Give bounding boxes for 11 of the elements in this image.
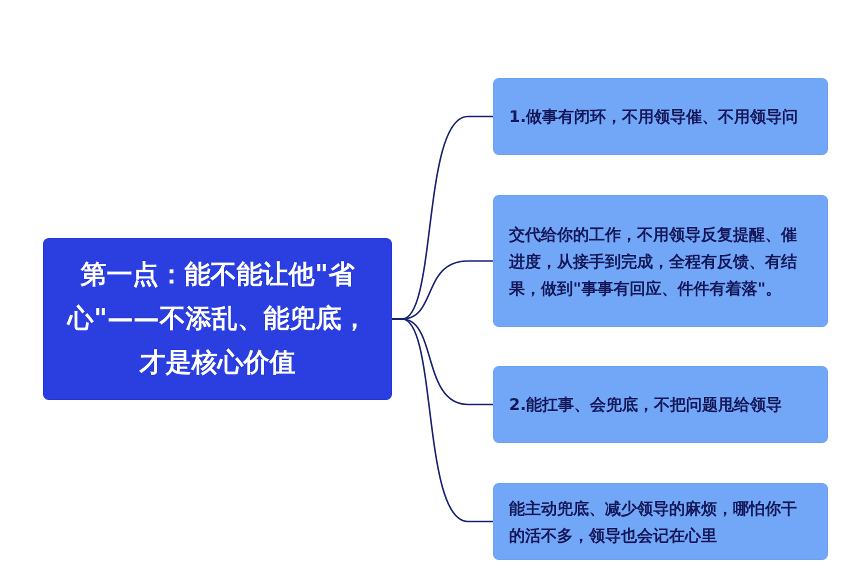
subtopic-box <box>493 366 828 443</box>
subtopic-text: 能主动兜底、减少领导的麻烦，哪怕你干的活不多，领导也会记在心里 <box>509 498 798 546</box>
topic-text: 第一点：能不能让他"省心"——不添乱、能兜底，才是核心价值 <box>67 259 368 380</box>
connector-line <box>392 318 493 522</box>
topic-box <box>43 238 392 400</box>
subtopic-box <box>493 195 828 327</box>
subtopic-text: 1.做事有闭环，不用领导催、不用领导问 <box>509 106 798 128</box>
subtopic-box <box>493 78 828 155</box>
subtopic-text: 交代给你的工作，不用领导反复提醒、催进度，从接手到完成，全程有反馈、有结果，做到"事事有回应、件件有着落"。 <box>509 224 798 300</box>
subtopic-box <box>493 483 828 560</box>
subtopic-text: 2.能扛事、会兜底，不把问题甩给领导 <box>509 394 782 416</box>
